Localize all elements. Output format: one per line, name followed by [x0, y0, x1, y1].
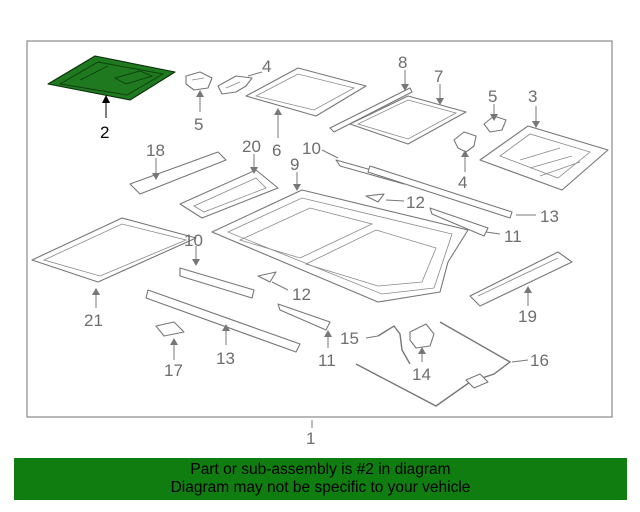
- part-9-main-frame[interactable]: [211, 189, 469, 303]
- part-2-highlighted[interactable]: [47, 55, 176, 101]
- callout-5-right: 5: [488, 87, 497, 106]
- part-11-bracket-lower[interactable]: [277, 303, 331, 331]
- diagram-frame: [26, 40, 613, 418]
- callout-1: 1: [306, 429, 315, 448]
- part-6-sunroof-frame[interactable]: [245, 67, 367, 117]
- part-3-motor-assembly[interactable]: [479, 125, 609, 191]
- part-13-rail-lower[interactable]: [145, 289, 301, 353]
- callout-9: 9: [290, 155, 299, 174]
- callout-4-right: 4: [458, 173, 467, 192]
- part-21-headliner-panel[interactable]: [31, 217, 197, 283]
- info-banner: Part or sub-assembly is #2 in diagram Di…: [14, 458, 627, 500]
- callout-11-lower: 11: [318, 351, 336, 370]
- callout-8: 8: [398, 53, 407, 72]
- part-15-drain-hose[interactable]: [377, 325, 411, 365]
- part-14-motor[interactable]: [409, 323, 435, 349]
- part-12-pad-lower[interactable]: [257, 271, 277, 283]
- callout-12-lower: 12: [292, 285, 311, 304]
- callout-18: 18: [146, 141, 165, 160]
- part-12-pad-upper[interactable]: [365, 193, 385, 203]
- callout-20: 20: [242, 137, 261, 156]
- callout-7: 7: [434, 67, 443, 86]
- callout-14: 14: [412, 365, 431, 384]
- part-19-wind-deflector[interactable]: [469, 251, 573, 307]
- part-17-small-pad[interactable]: [155, 321, 185, 337]
- callout-10-upper: 10: [302, 139, 321, 158]
- callout-19: 19: [518, 307, 537, 326]
- part-20-deflector[interactable]: [179, 169, 279, 219]
- callout-12-upper: 12: [406, 193, 425, 212]
- callout-6: 6: [272, 141, 281, 160]
- callout-4-left: 4: [262, 57, 271, 76]
- part-11-bracket-upper[interactable]: [429, 207, 489, 237]
- banner-line-2: Diagram may not be specific to your vehi…: [170, 479, 471, 496]
- part-7-glass-panel[interactable]: [349, 95, 467, 145]
- callout-2-highlighted: 2: [100, 123, 109, 142]
- part-10-drain-lower[interactable]: [179, 267, 255, 299]
- callout-17: 17: [164, 361, 183, 380]
- banner-line-1: Part or sub-assembly is #2 in diagram: [190, 461, 451, 478]
- callout-5-left: 5: [194, 115, 203, 134]
- part-5-clip-left[interactable]: [185, 71, 213, 91]
- callout-16: 16: [530, 351, 549, 370]
- part-13-rail-upper[interactable]: [367, 165, 513, 219]
- callout-10-lower: 10: [184, 231, 203, 250]
- callout-21: 21: [84, 311, 103, 330]
- part-4-bracket-left[interactable]: [217, 75, 253, 95]
- callout-3: 3: [528, 87, 537, 106]
- callout-11-upper: 11: [504, 227, 522, 246]
- callout-15: 15: [340, 329, 359, 348]
- part-8-seal-strip[interactable]: [329, 87, 413, 133]
- part-18-front-trim[interactable]: [129, 151, 227, 195]
- callout-13-upper: 13: [540, 207, 559, 226]
- part-16-drive-cable[interactable]: [355, 321, 512, 407]
- part-4-bracket-right[interactable]: [453, 131, 477, 153]
- callout-13-lower: 13: [216, 349, 235, 368]
